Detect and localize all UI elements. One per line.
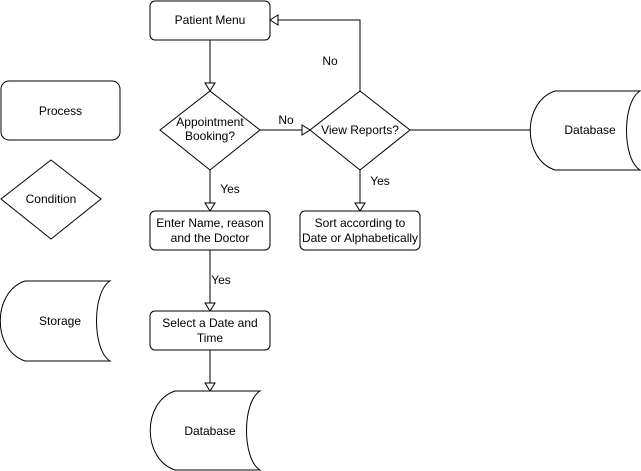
- edge-label-reports-no: No: [322, 54, 338, 68]
- edge-booking-to-reports: No: [260, 113, 311, 136]
- edge-label-booking-no: No: [278, 113, 294, 127]
- legend-condition-label: Condition: [26, 192, 77, 206]
- legend-storage-label: Storage: [39, 314, 81, 328]
- node-enter-details: Enter Name, reason and the Doctor: [149, 210, 271, 251]
- edge-label-booking-yes: Yes: [220, 182, 240, 196]
- node-select-date: Select a Date and Time: [149, 310, 271, 351]
- edge-label-reports-yes: Yes: [370, 174, 390, 188]
- enter-details-label-line2: and the Doctor: [171, 231, 250, 245]
- node-sort-reports: Sort according to Date or Alphabetically: [299, 210, 421, 251]
- select-date-label-line2: Time: [197, 331, 224, 345]
- enter-details-label-line1: Enter Name, reason: [156, 216, 263, 230]
- node-database-bottom: Database: [149, 390, 262, 471]
- sort-reports-label-line1: Sort according to: [315, 216, 406, 230]
- edge-booking-to-details: Yes: [204, 170, 240, 212]
- edge-select-date-to-database: [204, 350, 216, 392]
- legend-condition: Condition: [0, 159, 102, 240]
- edge-reports-to-sort: Yes: [354, 170, 390, 212]
- edge-details-to-select-date: Yes: [204, 250, 231, 312]
- edge-reports-to-database: [410, 124, 542, 136]
- database-right-label: Database: [564, 123, 616, 137]
- legend-storage: Storage: [0, 280, 112, 362]
- legend-process: Process: [0, 80, 121, 141]
- edge-label-details-yes: Yes: [211, 273, 231, 287]
- node-database-right: Database: [529, 90, 641, 171]
- sort-reports-label-line2: Date or Alphabetically: [302, 231, 418, 245]
- appointment-booking-label-line1: Appointment: [176, 115, 244, 129]
- appointment-booking-label-line2: Booking?: [185, 129, 235, 143]
- node-view-reports: View Reports?: [309, 90, 411, 171]
- database-bottom-label: Database: [184, 424, 236, 438]
- legend-process-label: Process: [39, 104, 82, 118]
- view-reports-label: View Reports?: [321, 123, 399, 137]
- select-date-label-line1: Select a Date and: [162, 316, 257, 330]
- node-patient-menu: Patient Menu: [149, 0, 271, 41]
- edge-reports-back-to-menu: No: [269, 14, 361, 91]
- node-appointment-booking: Appointment Booking?: [159, 90, 261, 171]
- patient-menu-label: Patient Menu: [175, 13, 246, 27]
- edge-menu-to-booking: [204, 40, 216, 92]
